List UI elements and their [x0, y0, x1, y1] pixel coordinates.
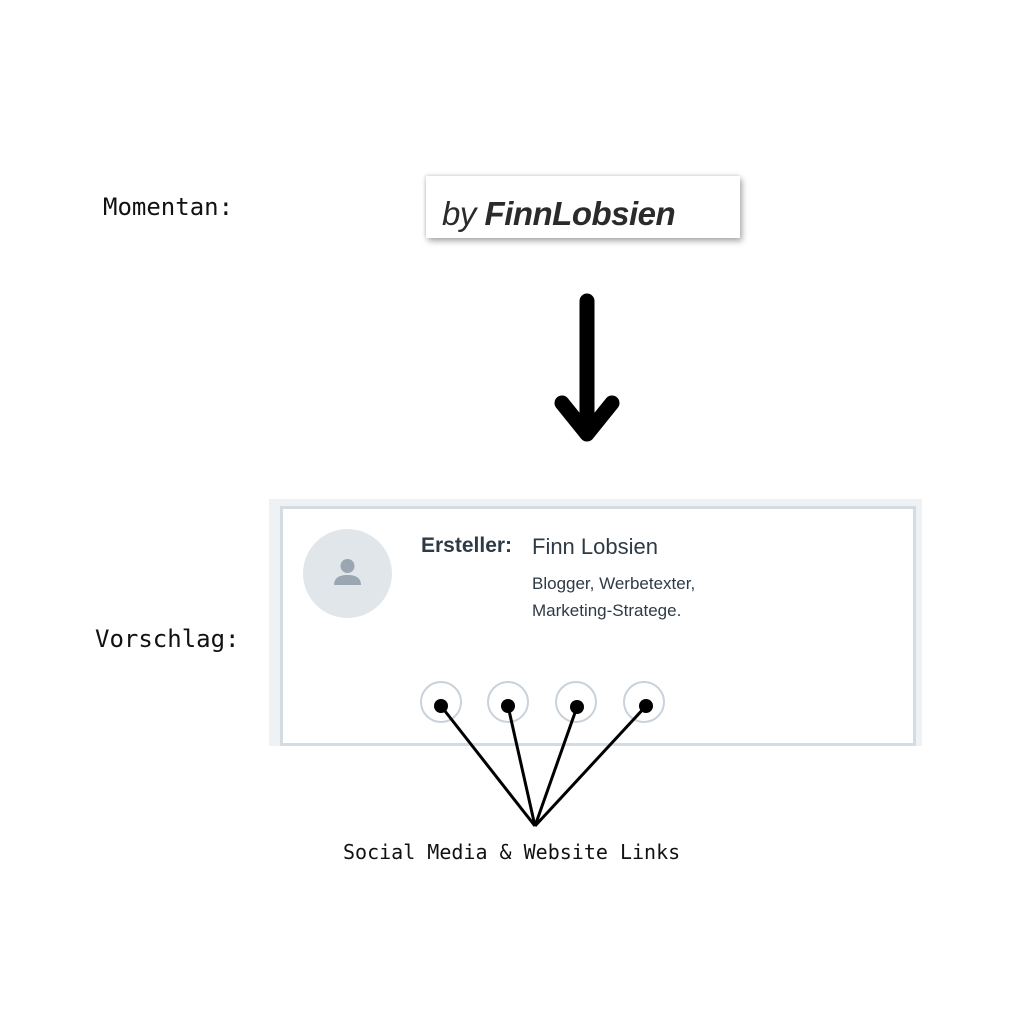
byline-prefix: by: [442, 195, 476, 232]
byline-text: by FinnLobsien: [442, 195, 676, 232]
description-line-2: Marketing-Stratege.: [532, 601, 682, 620]
social-link-3[interactable]: [555, 681, 597, 723]
current-byline: by FinnLobsien: [426, 176, 740, 238]
byline-author-name: FinnLobsien: [484, 195, 676, 232]
label-proposal: Vorschlag:: [95, 625, 240, 653]
creator-label: Ersteller:: [421, 534, 513, 557]
social-link-1[interactable]: [420, 681, 462, 723]
links-caption: Social Media & Website Links: [343, 840, 681, 864]
label-current: Momentan:: [103, 193, 234, 221]
creator-description: Blogger, Werbetexter, Marketing-Stratege…: [532, 570, 695, 624]
description-line-1: Blogger, Werbetexter,: [532, 574, 696, 593]
social-link-2[interactable]: [487, 681, 529, 723]
user-icon: [334, 559, 361, 585]
avatar: [303, 529, 392, 618]
creator-name: Finn Lobsien: [532, 534, 658, 559]
down-arrow-icon: [554, 293, 620, 442]
social-link-4[interactable]: [623, 681, 665, 723]
